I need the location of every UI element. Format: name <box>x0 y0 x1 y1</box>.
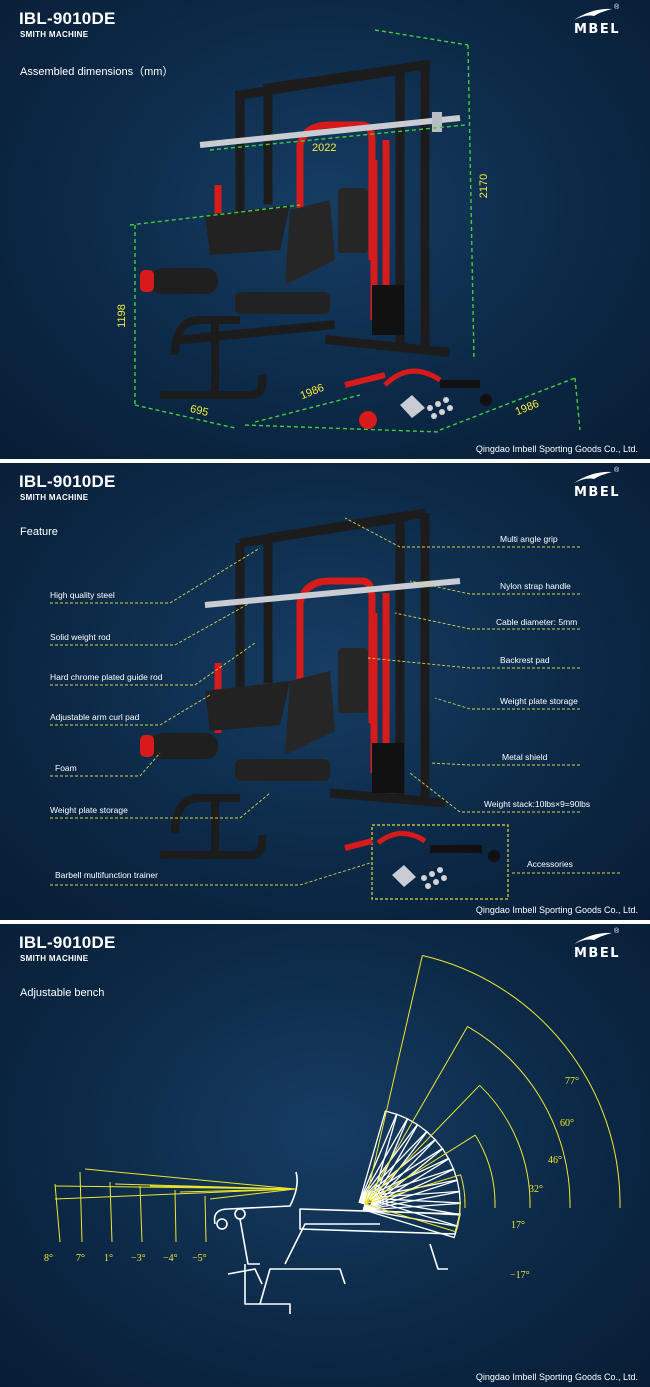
feature-label: Accessories <box>527 859 573 869</box>
smith-machine-illustration <box>129 29 581 433</box>
company-name: Qingdao Imbell Sporting Goods Co., Ltd. <box>475 905 638 915</box>
feature-label: Weight plate storage <box>500 696 578 706</box>
company-name: Qingdao Imbell Sporting Goods Co., Ltd. <box>475 1372 638 1382</box>
brand-name: MBEL <box>573 946 620 961</box>
feature-label: High quality steel <box>50 590 115 600</box>
brand-name: MBEL <box>573 22 620 37</box>
model-name: IBL-9010DE <box>19 933 116 952</box>
feature-label: Hard chrome plated guide rod <box>50 672 163 682</box>
feature-label: Weight plate storage <box>50 805 128 815</box>
angle-label: 32° <box>529 1184 543 1195</box>
feature-panel: IBL-9010DE SMITH MACHINE Feature MBEL ® <box>0 463 650 920</box>
feature-label: Cable diameter: 5mm <box>496 617 578 627</box>
height-dimension: 2170 <box>478 173 491 199</box>
feature-label: Nylon strap handle <box>500 581 571 591</box>
bench-height-dimension: 1198 <box>115 304 128 328</box>
angle-label: 1° <box>104 1253 113 1264</box>
angle-label: 46° <box>548 1155 562 1166</box>
model-name: IBL-9010DE <box>19 9 116 28</box>
section-title: Assembled dimensions（mm） <box>20 66 174 78</box>
feature-label: Multi angle grip <box>500 534 558 544</box>
bench-panel: IBL-9010DE SMITH MACHINE Adjustable benc… <box>0 924 650 1387</box>
angle-label: −4° <box>163 1253 178 1264</box>
section-title: Adjustable bench <box>20 987 105 999</box>
brand-name: MBEL <box>573 485 620 500</box>
feature-label: Foam <box>55 763 77 773</box>
brand-logo: MBEL ® <box>566 4 628 38</box>
swoosh-icon <box>574 932 612 944</box>
section-title: Feature <box>20 526 58 538</box>
swoosh-icon <box>574 8 612 20</box>
angle-label: −5° <box>192 1253 207 1264</box>
brand-logo: MBEL ® <box>566 467 628 501</box>
angle-label: 17° <box>511 1220 525 1231</box>
feature-label: Solid weight rod <box>50 632 111 642</box>
feature-label: Weight stack:10lbs×9=90lbs <box>484 799 591 809</box>
feature-label: Adjustable arm curl pad <box>50 712 140 722</box>
registered-mark: ® <box>614 928 620 935</box>
registered-mark: ® <box>614 4 620 11</box>
angle-label: 77° <box>565 1076 579 1087</box>
company-name: Qingdao Imbell Sporting Goods Co., Ltd. <box>475 444 638 454</box>
angle-label: 7° <box>76 1253 85 1264</box>
model-name: IBL-9010DE <box>19 472 116 491</box>
feature-illustration <box>50 508 620 900</box>
brand-logo: MBEL ® <box>566 928 628 962</box>
angle-label: −3° <box>131 1253 146 1264</box>
bench-angle-diagram <box>54 955 621 1314</box>
angle-label: 60° <box>560 1118 574 1129</box>
registered-mark: ® <box>614 467 620 474</box>
swoosh-icon <box>574 471 612 483</box>
dimensions-panel: IBL-9010DE SMITH MACHINE Assembled dimen… <box>0 0 650 459</box>
width-dimension: 2022 <box>312 142 337 154</box>
product-subtitle: SMITH MACHINE <box>20 954 89 963</box>
feature-label: Metal shield <box>502 752 548 762</box>
feature-label: Backrest pad <box>500 655 550 665</box>
feature-label: Barbell multifunction trainer <box>55 870 158 880</box>
angle-label: −17° <box>510 1270 530 1281</box>
product-subtitle: SMITH MACHINE <box>20 30 89 39</box>
angle-label: 8° <box>44 1253 53 1264</box>
product-subtitle: SMITH MACHINE <box>20 493 89 502</box>
